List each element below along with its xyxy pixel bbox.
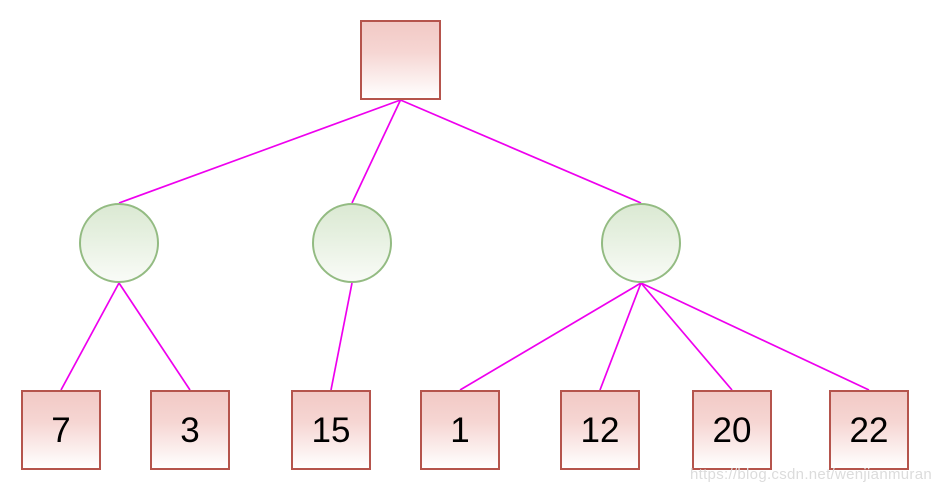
edge-c3-leaf-12	[599, 282, 642, 391]
node-label: 20	[712, 410, 752, 450]
node-leaf-22: 22	[829, 390, 909, 470]
node-label: 12	[580, 410, 620, 450]
node-label: 1	[450, 410, 470, 450]
node-leaf-3: 3	[150, 390, 230, 470]
edge-c3-leaf-20	[640, 282, 733, 391]
edge-c1-leaf-7	[60, 282, 120, 391]
edge-c3-leaf-22	[640, 282, 870, 391]
node-leaf-1: 1	[420, 390, 500, 470]
edge-root-c2	[351, 99, 402, 204]
node-label: 7	[51, 410, 71, 450]
node-label: 22	[849, 410, 889, 450]
node-c3	[601, 203, 681, 283]
node-leaf-7: 7	[21, 390, 101, 470]
node-leaf-20: 20	[692, 390, 772, 470]
node-root	[360, 20, 441, 100]
node-leaf-12: 12	[560, 390, 640, 470]
edge-c2-leaf-15	[330, 282, 353, 391]
edge-root-c1	[118, 99, 401, 204]
node-label: 15	[311, 410, 351, 450]
node-c2	[312, 203, 392, 283]
edge-root-c3	[400, 99, 642, 204]
edge-c1-leaf-3	[118, 282, 191, 391]
node-label: 3	[180, 410, 200, 450]
node-c1	[79, 203, 159, 283]
watermark: https://blog.csdn.net/wenjianmuran	[689, 466, 932, 483]
node-leaf-15: 15	[291, 390, 371, 470]
edge-c3-leaf-1	[459, 282, 642, 391]
